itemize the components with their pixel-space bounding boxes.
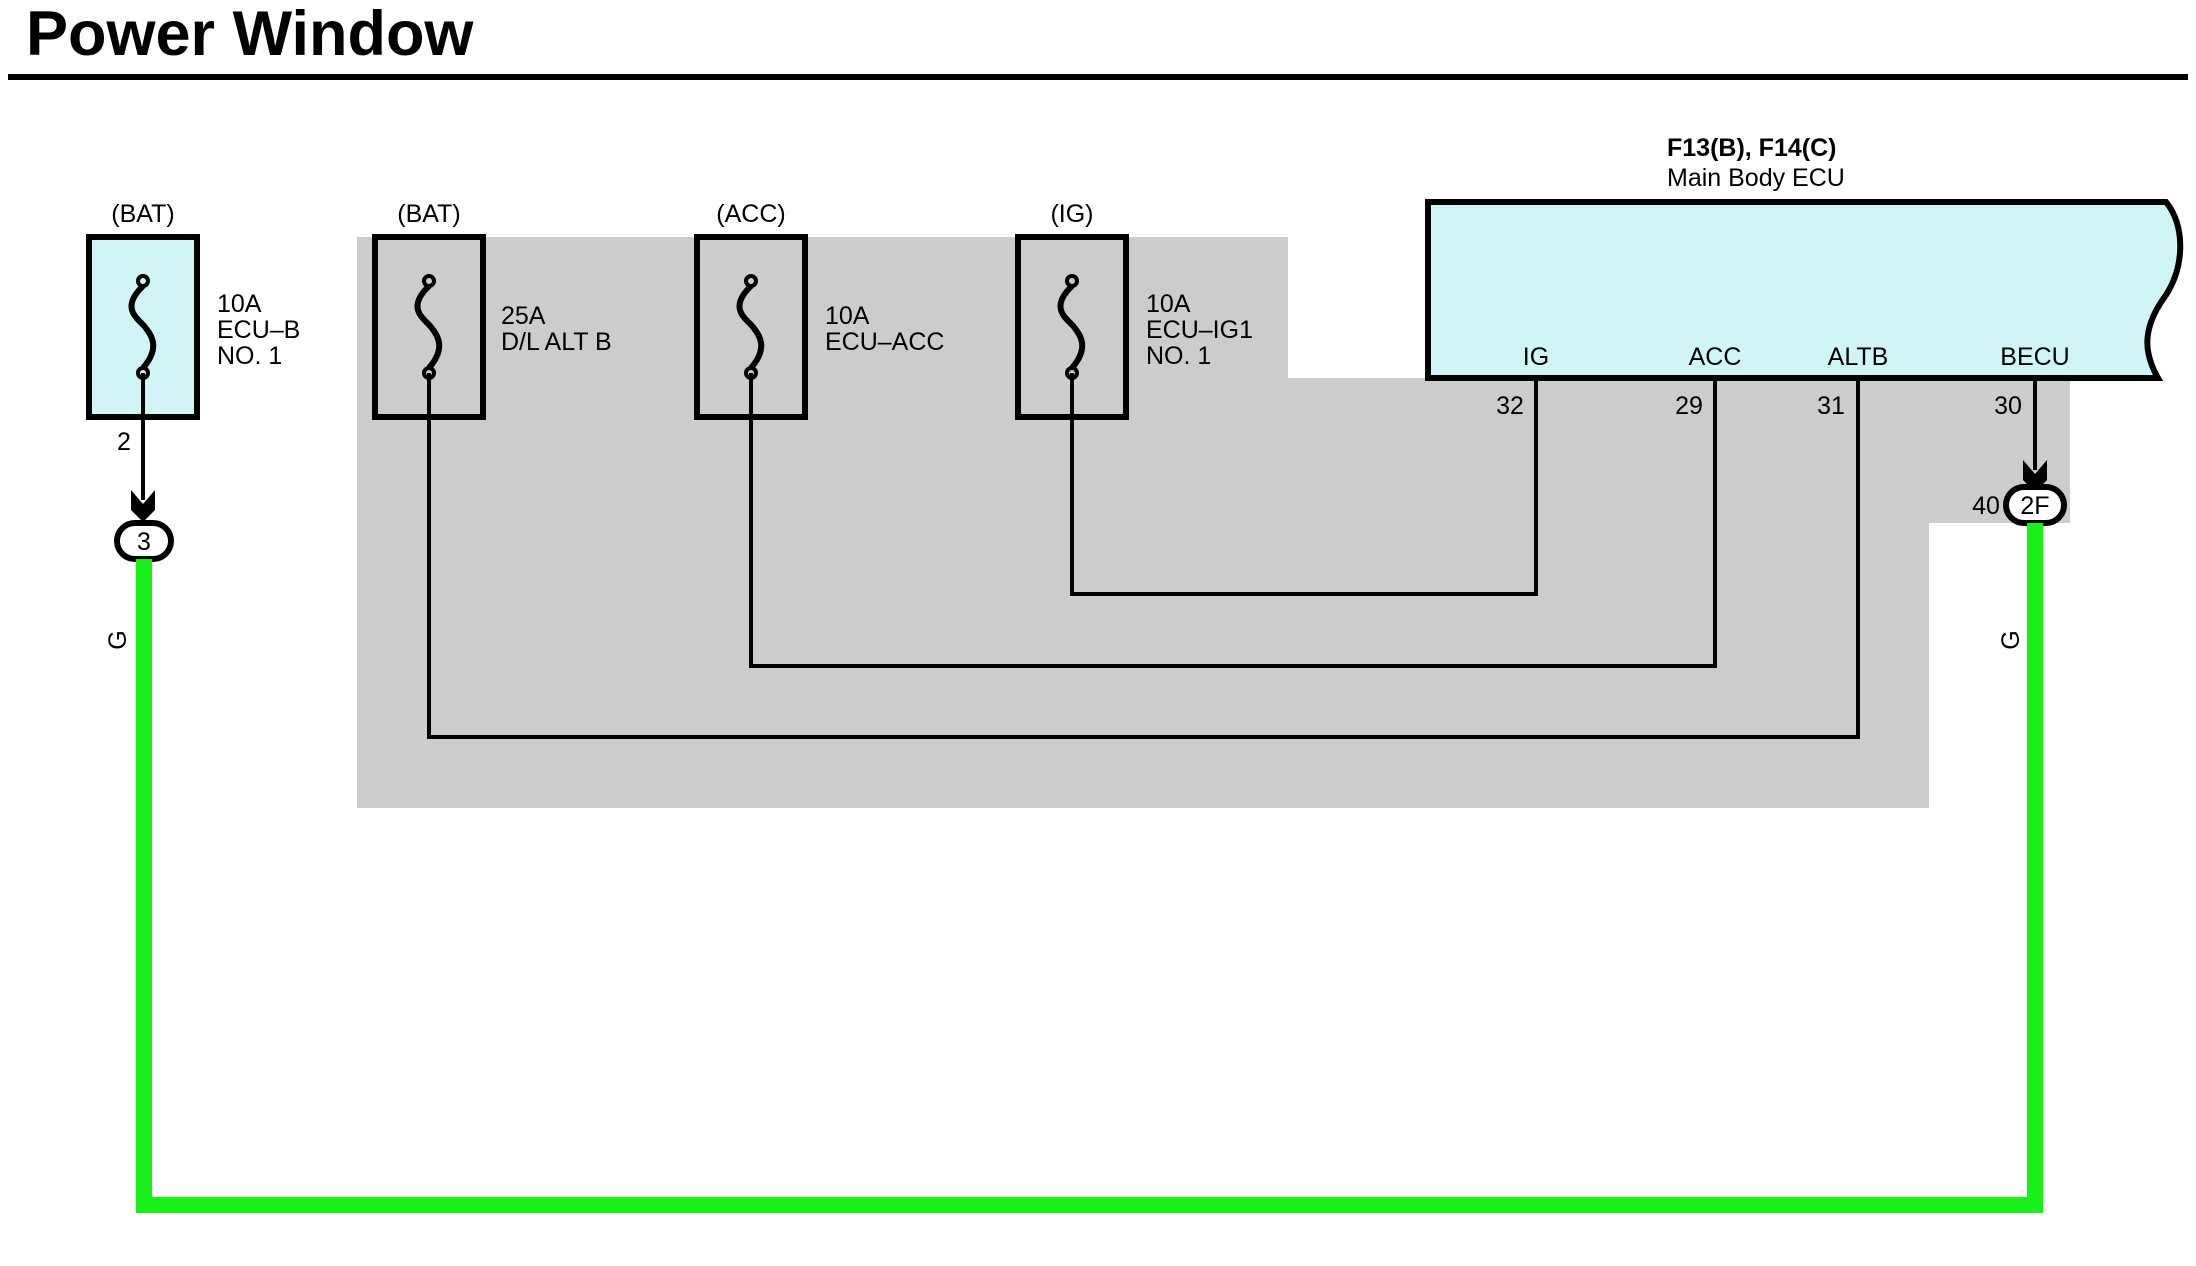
terminal-becu-pin: 30 bbox=[1994, 392, 2022, 420]
page-title: Power Window bbox=[26, 0, 474, 69]
fuse-1-pin: 2 bbox=[117, 428, 131, 456]
wire-green-g bbox=[136, 523, 2043, 1213]
arrow-down-icon bbox=[131, 490, 155, 522]
fuse-4-name-line2: NO. 1 bbox=[1146, 342, 1211, 370]
terminal-ig-pin: 32 bbox=[1496, 392, 1524, 420]
fuse-1-name-line1: ECU–B bbox=[217, 316, 300, 344]
title-rule bbox=[8, 74, 2188, 80]
wire-acc-to-acc bbox=[749, 373, 1717, 668]
fuse-3-source: (ACC) bbox=[716, 200, 785, 228]
junction-right-pin: 40 bbox=[1972, 492, 2000, 520]
terminal-altb-label: ALTB bbox=[1828, 343, 1889, 371]
fuse-2-name-line1: D/L ALT B bbox=[501, 328, 612, 356]
fuse-1-name-line2: NO. 1 bbox=[217, 342, 282, 370]
terminal-acc-pin: 29 bbox=[1675, 392, 1703, 420]
junction-left-label: 3 bbox=[137, 528, 151, 556]
fuse-1-rating: 10A bbox=[217, 290, 262, 318]
fuse-2-source: (BAT) bbox=[397, 200, 460, 228]
fuse-4-rating: 10A bbox=[1146, 290, 1191, 318]
terminal-acc-label: ACC bbox=[1689, 343, 1742, 371]
wire-ig1-to-ig bbox=[1070, 373, 1538, 596]
wire-color-right: G bbox=[1997, 630, 2025, 649]
wire-color-left: G bbox=[104, 630, 132, 649]
ecu-name-label: Main Body ECU bbox=[1667, 164, 1845, 192]
fuse-2-rating: 25A bbox=[501, 302, 546, 330]
fuse-3-name-line1: ECU–ACC bbox=[825, 328, 944, 356]
fuse-1-source: (BAT) bbox=[111, 200, 174, 228]
wire-altb-to-altb bbox=[427, 373, 1860, 739]
terminal-ig-label: IG bbox=[1523, 343, 1549, 371]
junction-right-label: 2F bbox=[2020, 492, 2049, 520]
terminal-becu-label: BECU bbox=[2000, 343, 2069, 371]
fuse-4-name-line1: ECU–IG1 bbox=[1146, 316, 1253, 344]
fuse-4-source: (IG) bbox=[1050, 200, 1093, 228]
fuse-3-rating: 10A bbox=[825, 302, 870, 330]
terminal-altb-pin: 31 bbox=[1817, 392, 1845, 420]
ecu-connectors-label: F13(B), F14(C) bbox=[1667, 134, 1836, 162]
ecu-block bbox=[1425, 199, 2184, 381]
